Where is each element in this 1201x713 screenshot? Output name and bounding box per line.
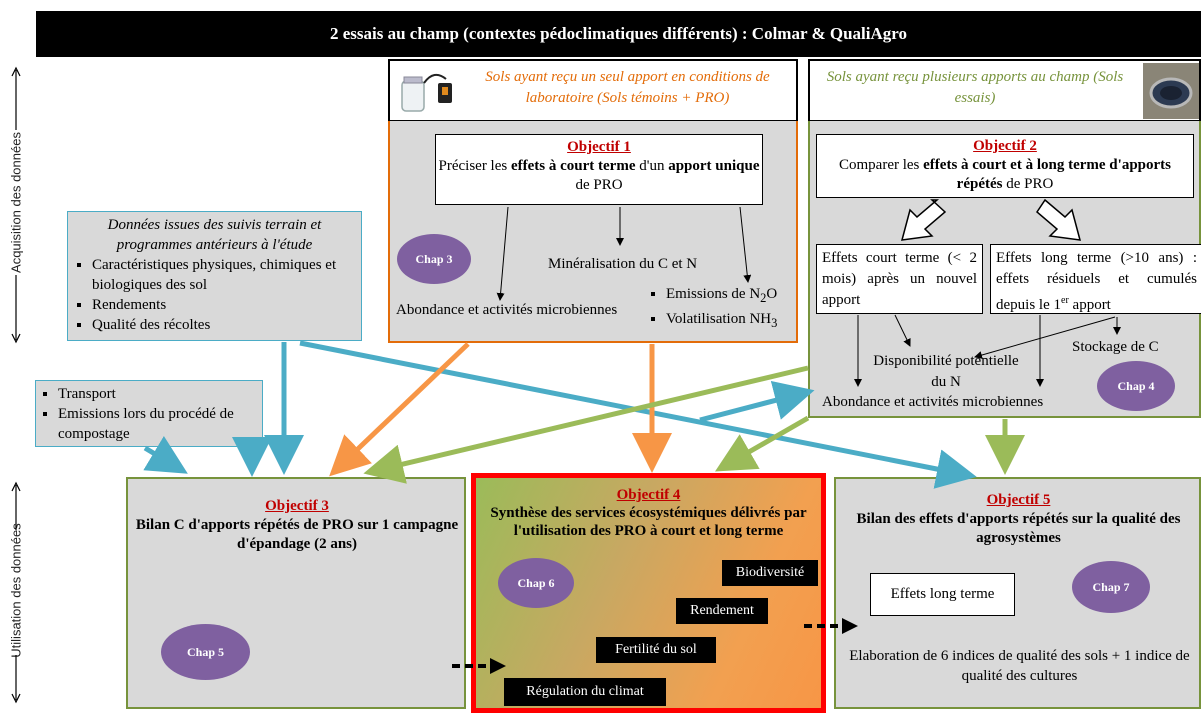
- disponibilite-text: Disponibilité potentielle du N: [873, 353, 1019, 390]
- chap-6-badge: Chap 6: [498, 558, 574, 608]
- service-fertilite: Fertilité du sol: [596, 637, 716, 663]
- prior-data-item: Rendements: [92, 295, 355, 315]
- utilisation-label: Utilisation des données: [8, 523, 24, 658]
- long-term-box: Effets long terme (>10 ans) : effets rés…: [990, 244, 1201, 314]
- acquisition-axis: Acquisition des données: [2, 60, 30, 350]
- objective-3-text: Bilan C d'apports répétés de PRO sur 1 c…: [135, 517, 459, 552]
- orange-arrows: [329, 342, 672, 477]
- transport-box: Transport Emissions lors du procédé de c…: [35, 380, 263, 447]
- utilisation-axis: Utilisation des données: [2, 478, 30, 708]
- service-biodiversite: Biodiversité: [722, 560, 818, 586]
- objective-5-text: Bilan des effets d'apports répétés sur l…: [856, 511, 1181, 546]
- service-rendement: Rendement: [676, 598, 768, 624]
- chap-4-badge: Chap 4: [1097, 361, 1175, 411]
- prior-data-item: Caractéristiques physiques, chimiques et…: [92, 255, 355, 295]
- objective-4-text: Synthèse des services écosystémiques dél…: [490, 505, 807, 539]
- objective-4-panel: Objectif 4 Synthèse des services écosyst…: [471, 473, 826, 713]
- field-panel: Objectif 2 Comparer les effets à court e…: [808, 121, 1201, 418]
- objective-2-box: Objectif 2 Comparer les effets à court e…: [816, 134, 1194, 198]
- prior-data-title: Données issues des suivis terrain et pro…: [107, 217, 322, 253]
- objective-1-text: Préciser les effets à court terme d'un a…: [438, 158, 760, 193]
- lab-header-box: Sols ayant reçu un seul apport en condit…: [388, 59, 798, 122]
- emissions-item: Emissions de N2O: [666, 284, 777, 309]
- objective-4-box: Objectif 4 Synthèse des services écosyst…: [481, 486, 816, 540]
- objective-1-box: Objectif 1 Préciser les effets à court t…: [435, 134, 763, 205]
- objective-3-box: Objectif 3 Bilan C d'apports répétés de …: [132, 497, 462, 554]
- objective-3-panel: Objectif 3 Bilan C d'apports répétés de …: [126, 477, 466, 709]
- objective-3-title: Objectif 3: [265, 498, 329, 514]
- objective-1-title: Objectif 1: [567, 139, 631, 155]
- transport-item: Emissions lors du procédé de compostage: [58, 404, 258, 444]
- field-sampling-icon: [1143, 63, 1199, 119]
- jar-icon: [401, 73, 452, 112]
- acquisition-label: Acquisition des données: [8, 132, 24, 273]
- objective-4-title: Objectif 4: [616, 487, 681, 503]
- emissions-list: Emissions de N2O Volatilisation NH3: [648, 284, 777, 334]
- abondance-lab-text: Abondance et activités microbiennes: [396, 302, 618, 318]
- volatilisation-item: Volatilisation NH3: [666, 309, 777, 334]
- indices-text: Elaboration de 6 indices de qualité des …: [849, 648, 1190, 684]
- long-term-effects-box: Effets long terme: [870, 573, 1015, 616]
- lab-panel: Objectif 1 Préciser les effets à court t…: [388, 121, 798, 343]
- chap-7-badge: Chap 7: [1072, 561, 1150, 613]
- prior-data-box: Données issues des suivis terrain et pro…: [67, 211, 362, 341]
- header-title: 2 essais au champ (contextes pédoclimati…: [36, 11, 1201, 57]
- objective-2-text: Comparer les effets à court et à long te…: [839, 157, 1171, 192]
- service-regulation-climat: Régulation du climat: [504, 678, 666, 706]
- objective-2-title: Objectif 2: [973, 138, 1037, 154]
- short-term-box: Effets court terme (< 2 mois) après un n…: [816, 244, 983, 314]
- chap-5-badge: Chap 5: [161, 624, 250, 680]
- mineralisation-text: Minéralisation du C et N: [548, 256, 698, 272]
- stockage-text: Stockage de C: [1072, 339, 1159, 355]
- objective-5-title: Objectif 5: [986, 492, 1051, 508]
- field-header-text: Sols ayant reçu plusieurs apports au cha…: [826, 69, 1124, 106]
- objective-5-box: Objectif 5 Bilan des effets d'apports ré…: [840, 491, 1197, 548]
- field-header-box: Sols ayant reçu plusieurs apports au cha…: [808, 59, 1201, 122]
- prior-data-item: Qualité des récoltes: [92, 315, 355, 335]
- transport-list: Transport Emissions lors du procédé de c…: [40, 384, 258, 444]
- abondance-field-text: Abondance et activités microbiennes: [822, 394, 1044, 410]
- prior-data-list: Caractéristiques physiques, chimiques et…: [74, 255, 355, 335]
- transport-item: Transport: [58, 384, 258, 404]
- objective-5-panel: Objectif 5 Bilan des effets d'apports ré…: [834, 477, 1201, 709]
- lab-header-text: Sols ayant reçu un seul apport en condit…: [485, 69, 770, 106]
- chap-3-badge: Chap 3: [397, 234, 471, 284]
